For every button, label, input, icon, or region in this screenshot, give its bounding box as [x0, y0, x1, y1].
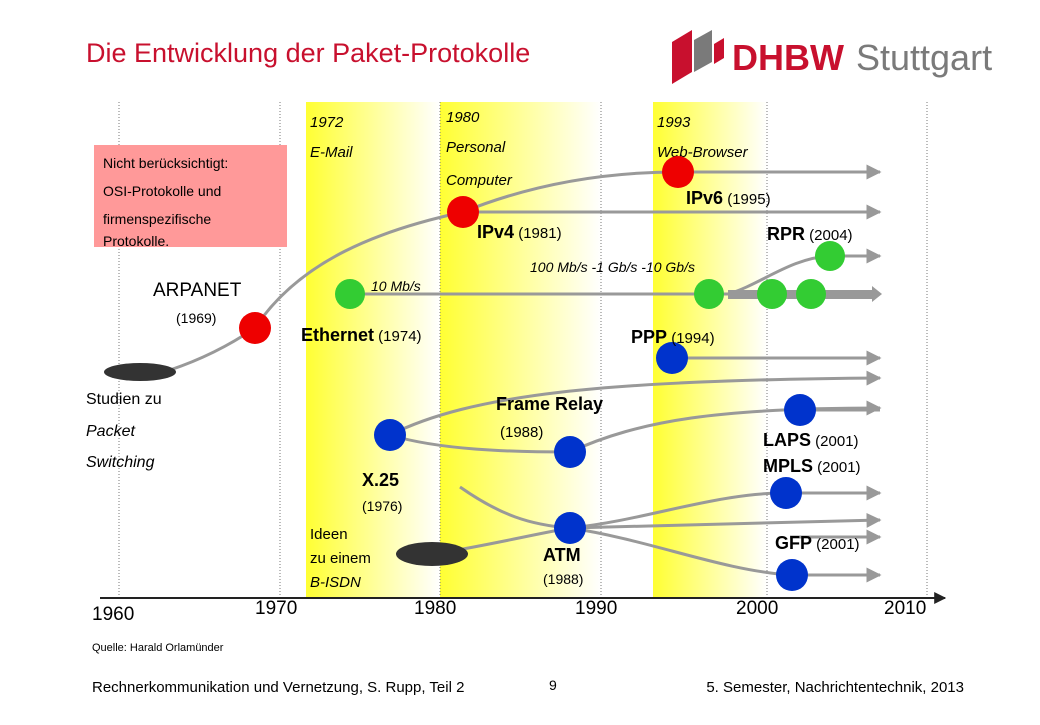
node-mpls: [770, 477, 802, 509]
era-1993-year: 1993: [657, 114, 691, 131]
node-gfp: [776, 559, 808, 591]
node-ethernet-1g: [757, 279, 787, 309]
node-laps: [784, 394, 816, 426]
studien-ellipse: [104, 363, 176, 381]
node-atm: [554, 512, 586, 544]
note-line-4: Protokolle.: [103, 233, 169, 249]
axis-label-2000: 2000: [736, 598, 778, 619]
nodes: [239, 156, 845, 591]
logo-city: Stuttgart: [856, 37, 992, 78]
source-note: Quelle: Harald Orlamünder: [92, 642, 224, 654]
note-line-2: OSI-Protokolle und: [103, 183, 221, 199]
node-rpr: [815, 241, 845, 271]
axis-tick-labels: 1960 1970 1980 1990 2000 2010: [92, 598, 926, 625]
dhbw-logo: DHBW Stuttgart: [672, 30, 992, 84]
label-studien-1: Studien zu: [86, 391, 162, 408]
node-frame-relay: [554, 436, 586, 468]
note-line-3: firmenspezifische: [103, 211, 211, 227]
label-mpls: MPLS (2001): [763, 456, 861, 476]
node-x25: [374, 419, 406, 451]
node-ethernet: [335, 279, 365, 309]
node-ethernet-100: [694, 279, 724, 309]
note-box: Nicht berücksichtigt: OSI-Protokolle und…: [94, 145, 287, 249]
ideen-ellipse: [396, 542, 468, 566]
era-1980-label-2: Computer: [446, 172, 513, 189]
era-1972-year: 1972: [310, 114, 344, 131]
label-speeds: 100 Mb/s -1 Gb/s -10 Gb/s: [530, 259, 695, 275]
era-1980-label-1: Personal: [446, 139, 506, 156]
note-line-1: Nicht berücksichtigt:: [103, 155, 228, 171]
label-ideen-3: B-ISDN: [310, 574, 361, 591]
node-ppp: [656, 342, 688, 374]
label-studien-2: Packet: [86, 423, 135, 440]
label-ideen-1: Ideen: [310, 526, 348, 543]
axis-label-1990: 1990: [575, 598, 617, 619]
label-arpanet-year: (1969): [176, 310, 216, 326]
label-ethernet: Ethernet (1974): [301, 325, 422, 345]
label-gfp: GFP (2001): [775, 533, 860, 553]
slide-title: Die Entwicklung der Paket-Protokolle: [86, 38, 530, 68]
footer-right: 5. Semester, Nachrichtentechnik, 2013: [706, 679, 964, 696]
footer-left: Rechnerkommunikation und Vernetzung, S. …: [92, 679, 464, 696]
era-1980-year: 1980: [446, 109, 480, 126]
label-ipv4: IPv4 (1981): [477, 222, 562, 242]
label-frame-relay-year: (1988): [500, 424, 543, 441]
label-arpanet: ARPANET: [153, 280, 242, 301]
label-studien-3: Switching: [86, 454, 155, 471]
label-10mbps: 10 Mb/s: [371, 278, 421, 294]
axis-label-2010: 2010: [884, 598, 926, 619]
label-laps: LAPS (2001): [763, 430, 859, 450]
label-x25-year: (1976): [362, 498, 402, 514]
node-ethernet-10g: [796, 279, 826, 309]
label-ideen-2: zu einem: [310, 550, 371, 567]
axis-label-1960: 1960: [92, 604, 134, 625]
page-number: 9: [549, 677, 557, 693]
label-ipv6: IPv6 (1995): [686, 188, 771, 208]
label-rpr: RPR (2004): [767, 224, 853, 244]
node-ipv6: [662, 156, 694, 188]
node-arpanet: [239, 312, 271, 344]
era-1972-label: E-Mail: [310, 144, 353, 161]
node-ipv4: [447, 196, 479, 228]
label-x25: X.25: [362, 470, 399, 490]
label-frame-relay: Frame Relay: [496, 394, 603, 414]
label-atm: ATM: [543, 545, 581, 565]
label-ppp: PPP (1994): [631, 327, 715, 347]
axis-label-1980: 1980: [414, 598, 456, 619]
axis-label-1970: 1970: [255, 598, 297, 619]
label-atm-year: (1988): [543, 571, 583, 587]
era-band-1972: [306, 102, 440, 598]
logo-brand: DHBW: [732, 37, 844, 78]
